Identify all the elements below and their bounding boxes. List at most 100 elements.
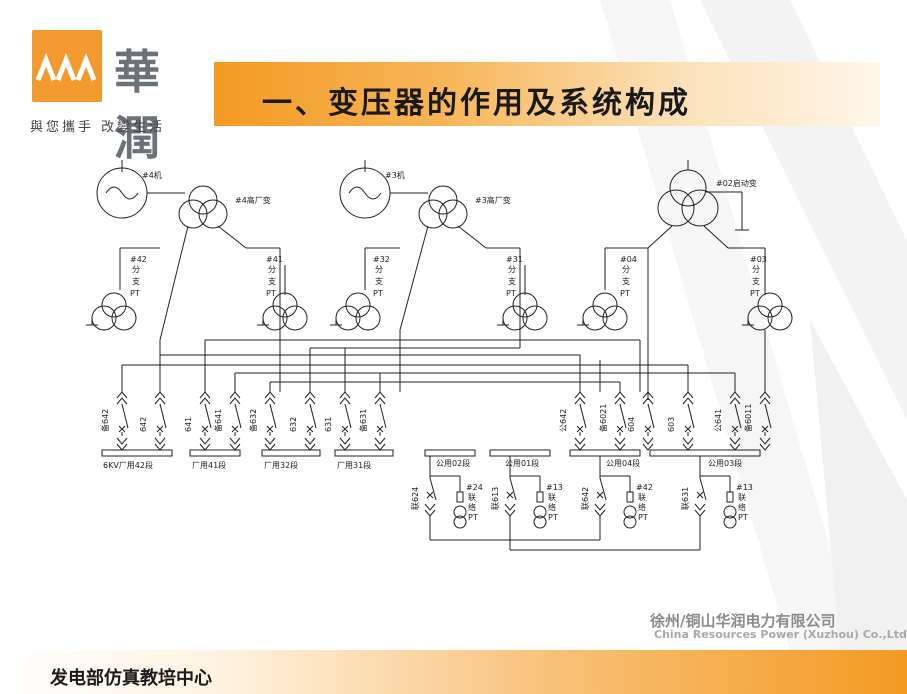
tie-pt-label: 联 (638, 493, 646, 502)
breaker-column (729, 391, 742, 451)
bus-label-41: 厂用41段 (192, 460, 226, 470)
pt-31-l1: 分 (508, 265, 516, 274)
bus-label-03: 公用03段 (708, 458, 742, 468)
footer-bar (0, 650, 907, 694)
tie-breaker (694, 456, 737, 529)
pt-04-l1: 分 (622, 265, 630, 274)
breaker-label: 642 (139, 417, 148, 432)
tie-pt-label: PT (548, 513, 558, 522)
tie-pt-label: 络 (638, 502, 646, 512)
bus-32 (261, 449, 321, 457)
tie-breaker-label: 联624 (411, 487, 420, 510)
tie-breaker-label: 联631 (681, 487, 690, 510)
pt-31-l2: 支 (508, 276, 516, 286)
pt-04-l3: PT (620, 289, 630, 298)
bus-label-04: 公用04段 (606, 458, 640, 468)
tie-pt-label: 联 (738, 493, 746, 502)
breaker-label: 603 (667, 417, 676, 432)
pt-41-label: #41 (266, 255, 283, 264)
tie-breaker (504, 456, 547, 529)
pt-42-label: #42 (130, 255, 147, 264)
bus-04 (569, 449, 641, 457)
breaker-label: 公641 (714, 409, 723, 432)
pt-03-label: #03 (750, 255, 767, 264)
page-title: 一、变压器的作用及系统构成 (262, 86, 691, 121)
transformer-3-label: #3高厂变 (475, 195, 511, 205)
breaker-column (642, 391, 655, 451)
pt-03-l1: 分 (752, 265, 760, 274)
breaker-label: 备6021 (598, 404, 608, 432)
bus-label-32: 厂用32段 (264, 460, 298, 470)
tie-pt-id: #42 (636, 483, 653, 492)
pt-31-l3: PT (506, 289, 516, 298)
tie-breaker-label: 联642 (581, 487, 590, 510)
bus-01 (489, 449, 551, 457)
pt-04-label: #04 (620, 255, 637, 264)
unit-4 (86, 160, 308, 355)
pt-42-l3: PT (130, 289, 140, 298)
breaker-columns (116, 391, 772, 451)
transformer-4-label: #4高厂变 (235, 195, 271, 205)
title-bar (214, 62, 880, 126)
pt-41-l1: 分 (268, 265, 276, 274)
tie-breaker (424, 456, 467, 529)
pt-42-l1: 分 (132, 265, 140, 274)
breaker-column (199, 391, 212, 451)
breaker-column (374, 391, 387, 451)
tie-breaker-label: 联613 (491, 487, 500, 510)
pt-32-l2: 支 (375, 276, 383, 286)
tie-pt-label: 联 (468, 493, 476, 502)
breaker-label: 备632 (248, 409, 258, 432)
transformer-3-icon (418, 185, 468, 229)
breaker-column (304, 391, 317, 451)
company-logo: 華潤 與您攜手 改變生活 (30, 28, 200, 165)
tie-pt-label: 联 (548, 493, 556, 502)
transformer-02-icon (657, 169, 719, 227)
breaker-column (759, 391, 772, 451)
bus-label-31: 厂用31段 (337, 460, 371, 470)
feeder-connections (121, 330, 766, 392)
tie-pt-label: 络 (468, 502, 476, 512)
breaker-label: 备6011 (743, 404, 753, 432)
bus-03 (649, 449, 761, 457)
bus-02 (424, 449, 476, 457)
breaker-label: 632 (289, 417, 298, 432)
bus-bars (101, 449, 761, 457)
bus-41 (189, 449, 241, 457)
breaker-label: 公642 (559, 409, 568, 432)
breaker-label: 备641 (213, 409, 223, 432)
pt-03-l3: PT (750, 289, 760, 298)
breaker-column (116, 391, 129, 451)
tie-pt-id: #13 (736, 483, 753, 492)
pt-03-l2: 支 (752, 276, 760, 286)
breaker-label: 641 (184, 417, 193, 432)
breaker-label: 备631 (358, 409, 368, 432)
breaker-column (614, 391, 627, 451)
breaker-column (154, 391, 167, 451)
unit-3 (330, 160, 548, 331)
pt-42-l2: 支 (132, 276, 140, 286)
tie-pt-label: 络 (738, 502, 746, 512)
tie-pt-label: PT (468, 513, 478, 522)
breaker-label: 604 (627, 417, 636, 432)
breaker-column (339, 391, 352, 451)
pt-41-l3: PT (266, 289, 276, 298)
pt-32-l3: PT (373, 289, 383, 298)
footer-title: 发电部仿真教培中心 (50, 668, 212, 689)
tie-pt-id: #24 (466, 483, 483, 492)
breaker-column (682, 391, 695, 451)
pt-32-l1: 分 (375, 265, 383, 274)
breaker-column (574, 391, 587, 451)
company-name-en: China Resources Power (Xuzhou) Co.,Ltd. (654, 628, 907, 641)
bus-label-02: 公用02段 (436, 458, 470, 468)
pt-32-label: #32 (373, 255, 390, 264)
pt-31-label: #31 (506, 255, 523, 264)
bus-label-42: 6KV厂用42段 (103, 460, 153, 470)
gen-3-label: #3机 (385, 170, 405, 180)
transformer-02-label: #02启动变 (716, 178, 757, 188)
transformer-4-icon (178, 185, 228, 229)
company-name: 徐州/铜山华润电力有限公司 (650, 612, 836, 630)
breaker-column (229, 391, 242, 451)
